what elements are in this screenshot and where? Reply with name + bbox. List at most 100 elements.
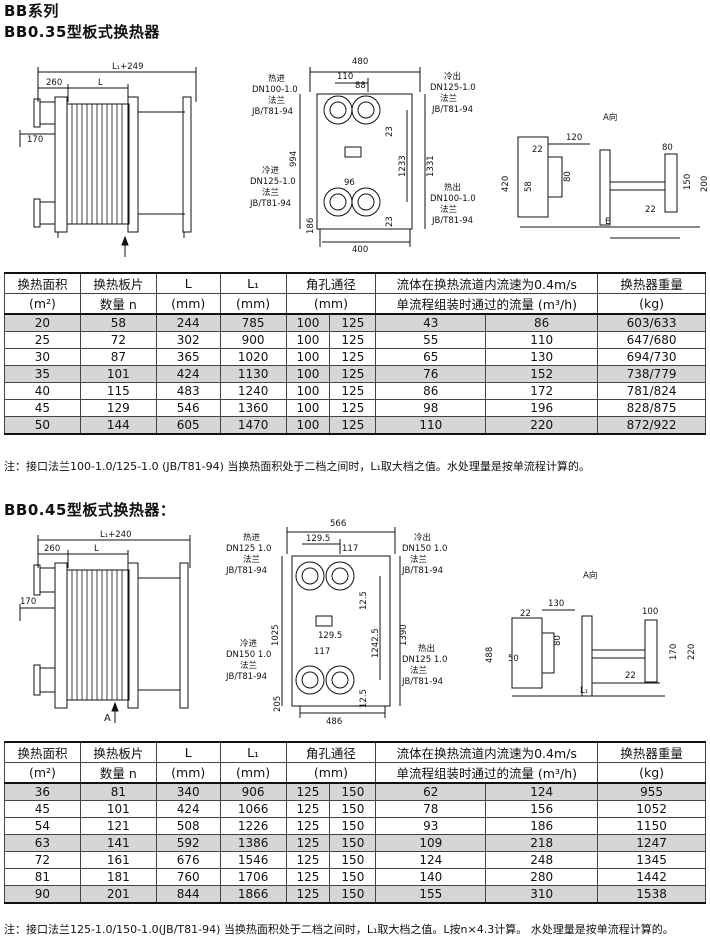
dim-front-23a: 23 bbox=[385, 126, 395, 137]
table-cell: 150 bbox=[329, 885, 377, 904]
table-cell: 130 bbox=[485, 348, 599, 366]
table-cell: 196 bbox=[485, 399, 599, 417]
table-cell: 760 bbox=[155, 868, 221, 886]
label-cold-out-std: JB/T81-94 bbox=[431, 105, 473, 115]
table-cell: 110 bbox=[375, 416, 487, 435]
table-cell: 125 bbox=[285, 851, 331, 869]
table-cell: 109 bbox=[375, 834, 487, 852]
label-cold-out-flange-2: 法兰 bbox=[410, 554, 427, 565]
header-port-unit: (mm) bbox=[285, 293, 377, 315]
dim-view-120: 120 bbox=[566, 133, 582, 143]
dim-view-22b: 22 bbox=[645, 205, 656, 215]
label-cold-out-std-2: JB/T81-94 bbox=[401, 566, 443, 576]
header-l1-2: L₁ bbox=[219, 741, 287, 763]
label-hot-out: 热出 bbox=[444, 182, 461, 193]
table-cell: 150 bbox=[329, 851, 377, 869]
table-cell: 25 bbox=[4, 331, 81, 349]
table-cell: 63 bbox=[4, 834, 81, 852]
header-flow-2: 流体在换热流道内流速为0.4m/s bbox=[375, 741, 599, 763]
table-cell: 1247 bbox=[597, 834, 706, 852]
label-cold-in-flange: 法兰 bbox=[262, 187, 279, 198]
dim-front-1331: 1331 bbox=[426, 155, 436, 177]
table-cell: 129 bbox=[79, 399, 157, 417]
table-cell: 156 bbox=[485, 800, 599, 818]
table-cell: 55 bbox=[375, 331, 487, 349]
table-cell: 310 bbox=[485, 885, 599, 904]
table-cell: 785 bbox=[219, 313, 287, 332]
dim-front-994: 994 bbox=[289, 151, 299, 167]
header-area-unit-2: (m²) bbox=[4, 762, 81, 784]
table-cell: 248 bbox=[485, 851, 599, 869]
dim-view-488: 488 bbox=[485, 647, 495, 663]
table-cell: 1706 bbox=[219, 868, 287, 886]
table-cell: 738/779 bbox=[597, 365, 706, 383]
a-view-bb035 bbox=[517, 136, 700, 239]
table-cell: 125 bbox=[285, 817, 331, 835]
table-cell: 483 bbox=[155, 382, 221, 400]
label-cold-in-2: 冷进 bbox=[240, 638, 258, 649]
label-hot-out-flange-2: 法兰 bbox=[410, 665, 427, 676]
dim-side-l: L bbox=[98, 78, 103, 88]
dim-front-480: 480 bbox=[352, 57, 368, 67]
table-cell: 603/633 bbox=[597, 313, 706, 332]
table-cell: 220 bbox=[485, 416, 599, 435]
table-cell: 244 bbox=[155, 313, 221, 332]
table-cell: 90 bbox=[4, 885, 81, 904]
header-port-unit-2: (mm) bbox=[285, 762, 377, 784]
dim-view-80-2: 80 bbox=[553, 635, 563, 646]
view-label-bb035: A向 bbox=[603, 112, 617, 123]
table-cell: 424 bbox=[155, 800, 221, 818]
spec-table-bb035: 换热面积 换热板片 L L₁ 角孔通径 流体在换热流道内流速为0.4m/s 换热… bbox=[4, 272, 706, 435]
header-weight-unit-2: (kg) bbox=[597, 762, 706, 784]
table-cell: 161 bbox=[79, 851, 157, 869]
table-cell: 125 bbox=[285, 868, 331, 886]
table-cell: 125 bbox=[329, 365, 377, 383]
table-cell: 45 bbox=[4, 399, 81, 417]
model-title-bb035: BB0.35型板式换热器 bbox=[4, 23, 160, 41]
table-cell: 72 bbox=[79, 331, 157, 349]
table-cell: 100 bbox=[285, 331, 331, 349]
label-cold-in-flange-2: 法兰 bbox=[240, 660, 257, 671]
table-cell: 781/824 bbox=[597, 382, 706, 400]
dim-front-486: 486 bbox=[326, 717, 342, 727]
table-cell: 1470 bbox=[219, 416, 287, 435]
dim-view-420: 420 bbox=[501, 176, 511, 192]
dim-front-125b: 12.5 bbox=[359, 689, 369, 708]
table-cell: 906 bbox=[219, 782, 287, 801]
table-cell: 110 bbox=[485, 331, 599, 349]
dim-front-88: 88 bbox=[355, 81, 366, 91]
header-l-2: L bbox=[155, 741, 221, 763]
table-cell: 1866 bbox=[219, 885, 287, 904]
table-cell: 40 bbox=[4, 382, 81, 400]
table-cell: 424 bbox=[155, 365, 221, 383]
table-cell: 592 bbox=[155, 834, 221, 852]
table-cell: 100 bbox=[285, 348, 331, 366]
table-cell: 50 bbox=[4, 416, 81, 435]
table-cell: 302 bbox=[155, 331, 221, 349]
table-cell: 125 bbox=[285, 834, 331, 852]
dim-front-186: 186 bbox=[306, 218, 316, 234]
label-hot-out-std: JB/T81-94 bbox=[431, 216, 473, 226]
table-cell: 1345 bbox=[597, 851, 706, 869]
dim-side-l-2: L bbox=[94, 544, 99, 554]
dim-front-1390: 1390 bbox=[399, 624, 409, 646]
table-cell: 508 bbox=[155, 817, 221, 835]
dim-front-400: 400 bbox=[352, 245, 368, 255]
header-plates-unit-2: 数量 n bbox=[79, 762, 157, 784]
table-cell: 125 bbox=[285, 782, 331, 801]
table-cell: 81 bbox=[79, 782, 157, 801]
dim-view-22a-2: 22 bbox=[520, 609, 531, 619]
table-cell: 98 bbox=[375, 399, 487, 417]
table-cell: 86 bbox=[485, 313, 599, 332]
table-cell: 900 bbox=[219, 331, 287, 349]
table-cell: 150 bbox=[329, 868, 377, 886]
dim-view-l1: L₁ bbox=[580, 686, 588, 696]
table-cell: 605 bbox=[155, 416, 221, 435]
table-cell: 172 bbox=[485, 382, 599, 400]
table-cell: 65 bbox=[375, 348, 487, 366]
table-cell: 828/875 bbox=[597, 399, 706, 417]
footnote-bb045: 注：接口法兰125-1.0/150-1.0(JB/T81-94) 当换热面积处于… bbox=[4, 923, 674, 936]
table-cell: 144 bbox=[79, 416, 157, 435]
